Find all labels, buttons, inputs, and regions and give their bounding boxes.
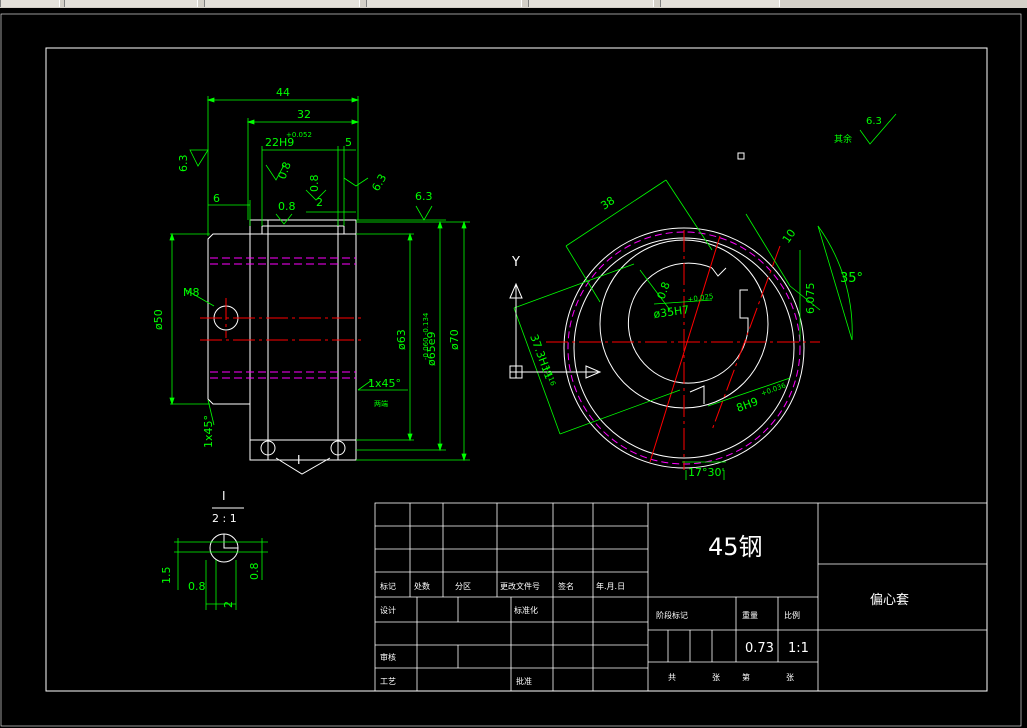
sheet-zhang-label: 张 [712, 673, 720, 682]
material-label: 45钢 [708, 533, 763, 561]
ucs-axis [509, 282, 602, 379]
toolbar-segment[interactable] [660, 0, 780, 7]
section-v [275, 457, 331, 475]
chamfer-note: 两端 [374, 399, 388, 408]
scale-label: 比例 [784, 610, 800, 620]
toolbar-segment[interactable] [528, 0, 654, 7]
detail-dim-15: 1.5 [160, 567, 173, 585]
dim-10: 10 [780, 227, 799, 246]
roughness-08-b: 0.8 [278, 200, 296, 213]
dim-8h9: 8H9 [735, 395, 760, 415]
roughness-note-value: 6.3 [866, 116, 882, 127]
keyway-notch [711, 267, 727, 277]
roughness-symbols [189, 149, 433, 225]
bore-with-keyway [627, 262, 749, 384]
dim-32: 32 [297, 108, 311, 121]
dim-6075: 6.075 [804, 283, 817, 315]
part-name: 偏心套 [870, 592, 909, 608]
sheet-total-label: 共 [668, 673, 676, 682]
dim-38: 38 [598, 194, 617, 213]
row-label-sign: 签名 [558, 581, 574, 591]
dim-5: 5 [345, 136, 352, 149]
detail-scale: 2 : 1 [212, 512, 237, 525]
dim-m8: M8 [183, 286, 200, 299]
hidden-lines [210, 257, 356, 379]
sheet-di-label: 第 [742, 672, 750, 682]
toolbar-segment[interactable] [204, 0, 360, 7]
dim-dia65: ø65e9 [425, 332, 438, 367]
side-center-lines [546, 230, 820, 470]
roughness-note-label: 其余 [834, 133, 852, 145]
dimension-lines [170, 96, 470, 461]
dim-22h9-tol: +0.052 [286, 131, 312, 139]
detail-ref-label: I [297, 453, 301, 467]
dim-bore: ø35H7 [653, 303, 690, 321]
roughness-right: 6.3 [369, 172, 389, 194]
weight-label: 重量 [742, 610, 758, 620]
drawing-frame [0, 13, 1022, 727]
roughness-left: 6.3 [177, 155, 190, 173]
roughness-top: 6.3 [415, 190, 433, 203]
dim-dia50: ø50 [152, 309, 165, 330]
stage-mark-label: 阶段标记 [656, 610, 688, 620]
dim-35deg: 35° [840, 271, 863, 286]
dim-arrows [169, 97, 467, 462]
dim-2: 2 [316, 196, 323, 209]
detail-dim-08b: 0.8 [248, 563, 261, 581]
dim-44: 44 [276, 86, 290, 99]
cad-drawing-canvas[interactable]: 44 32 22H9 +0.052 5 6 2 M8 ø50 ø63 ø65e9… [0, 8, 1027, 728]
detail-title: I [222, 489, 226, 503]
detail-view: I 2 : 1 1.5 0.8 0.8 2 [160, 489, 268, 610]
relief-hole [330, 440, 346, 456]
row-label-date: 年.月.日 [596, 581, 625, 591]
detail-dim-08a: 0.8 [188, 580, 206, 593]
row-label-count: 处数 [414, 581, 430, 591]
front-view: 44 32 22H9 +0.052 5 6 2 M8 ø50 ø63 ø65e9… [152, 86, 470, 475]
roughness-08-c: 0.8 [308, 175, 321, 193]
process-label: 工艺 [380, 677, 396, 686]
title-block-grid [374, 502, 988, 692]
roughness-08-a: 0.8 [276, 160, 294, 181]
roughness-note-symbol [859, 113, 897, 145]
groove-notch [689, 385, 705, 404]
toolbar-segment[interactable] [0, 0, 60, 7]
review-label: 审核 [380, 652, 396, 662]
application-toolbar [0, 0, 1027, 8]
scale-value: 1:1 [788, 641, 809, 656]
standardize-label: 标准化 [514, 605, 538, 615]
dim-dia65-tol: -0.060 -0.134 [422, 312, 430, 360]
dim-22h9: 22H9 [265, 136, 294, 149]
center-lines [200, 298, 362, 341]
detail-notch [223, 534, 238, 549]
roughness-08-bore: 0.8 [655, 280, 673, 301]
design-label: 设计 [380, 605, 396, 615]
detail-dimension-lines [174, 538, 268, 610]
title-block: 45钢 偏心套 0.73 1:1 标记 处数 分区 更改文件号 签名 年.月.日… [374, 502, 988, 692]
row-label-zone: 分区 [455, 582, 471, 591]
dim-dia70: ø70 [448, 329, 461, 350]
dim-angle: 17°30' [688, 466, 725, 479]
dim-6: 6 [213, 192, 220, 205]
dim-bore-tol: +0.025 [687, 292, 714, 304]
chamfer-right: 1x45° [368, 377, 401, 390]
detail-dim-2: 2 [222, 601, 235, 608]
chamfer-left: 1x45° [202, 415, 215, 448]
side-dimension-lines [513, 179, 853, 480]
row-label-change: 更改文件号 [500, 581, 540, 591]
approve-label: 批准 [516, 676, 532, 686]
axis-y-label: Y [511, 255, 520, 270]
grip-point[interactable] [737, 152, 745, 160]
relief-hole [260, 440, 276, 456]
row-label-mark: 标记 [380, 581, 396, 591]
toolbar-segment[interactable] [366, 0, 522, 7]
toolbar-segment[interactable] [64, 0, 198, 7]
dim-dia63: ø63 [395, 329, 408, 350]
side-view: Y 38 10 6.075 35° ø35H7 +0.025 37.3H11 +… [509, 179, 863, 480]
weight-value: 0.73 [745, 641, 774, 656]
roughness-note: 其余 6.3 [834, 113, 897, 145]
sheet-zhang2-label: 张 [786, 673, 794, 682]
